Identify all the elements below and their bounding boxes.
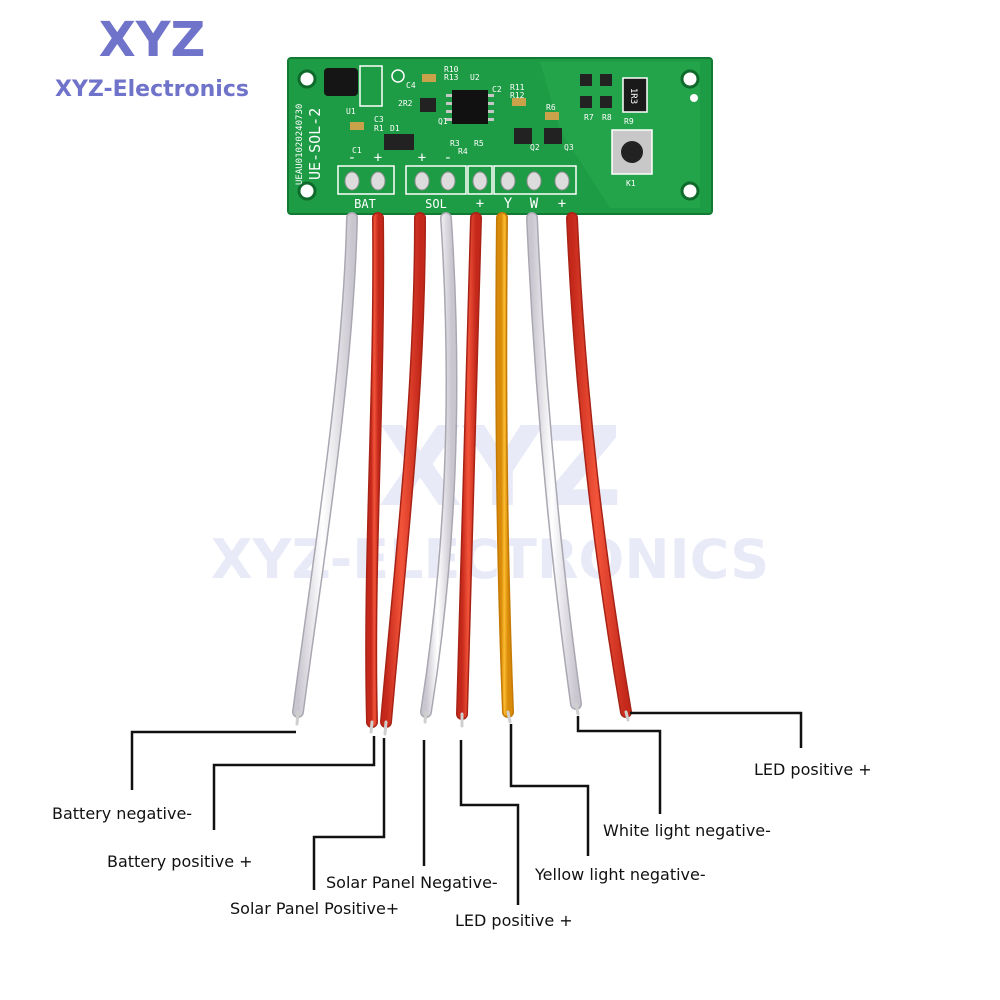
label-2r2: 2R2 <box>398 99 413 108</box>
label-r6: R6 <box>546 103 556 112</box>
callout-yellow-negative: Yellow light negative- <box>534 865 706 884</box>
mark-sol-neg: - <box>444 150 452 166</box>
mark-y: Y <box>504 196 513 212</box>
label-r7: R7 <box>584 113 594 122</box>
label-r8: R8 <box>602 113 612 122</box>
wire-led-positive <box>457 213 481 719</box>
wire-solar-negative <box>421 213 457 717</box>
label-r4: R4 <box>458 147 468 156</box>
pcb-board: UEAU01020240730 UE-SOL-2 1R3 U1 <box>287 57 713 215</box>
mount-hole <box>680 69 700 89</box>
mount-hole <box>680 181 700 201</box>
terminal-label-sol: SOL <box>425 197 447 211</box>
solder-pads <box>344 171 570 191</box>
wire-battery-positive <box>366 213 383 727</box>
logo-bottom-text: XYZ-Electronics <box>55 77 249 102</box>
mark-w: W <box>530 196 539 212</box>
mark-bat-neg: - <box>348 150 356 166</box>
label-k1: K1 <box>626 179 636 188</box>
label-c1: C1 <box>352 146 362 155</box>
wire-yellow-negative <box>496 213 513 717</box>
mark-led-pos-2: + <box>558 196 566 212</box>
mark-sol-pos: + <box>418 150 426 166</box>
mark-bat-pos: + <box>374 150 382 166</box>
callout-solar-negative: Solar Panel Negative- <box>326 873 498 892</box>
label-r9: R9 <box>624 117 634 126</box>
label-c2: C2 <box>492 85 502 94</box>
wire-led-positive-2 <box>567 213 631 717</box>
wire-battery-negative <box>293 213 357 717</box>
label-r12: R12 <box>510 91 525 100</box>
switch-button-icon <box>621 141 643 163</box>
wire-solar-positive <box>381 213 425 727</box>
ic-chip <box>452 90 488 124</box>
label-r1: R1 <box>374 124 384 133</box>
callout-led-positive-2: LED positive + <box>754 760 872 779</box>
label-r10: R10 <box>444 65 459 74</box>
board-model: UE-SOL-2 <box>306 108 324 180</box>
callout-led-positive: LED positive + <box>455 911 573 930</box>
label-q3: Q3 <box>564 143 574 152</box>
mount-hole <box>297 69 317 89</box>
label-c4: C4 <box>406 81 416 90</box>
wires <box>292 212 632 736</box>
label-q2: Q2 <box>530 143 540 152</box>
terminal-label-bat: BAT <box>354 197 376 211</box>
callout-battery-positive: Battery positive + <box>107 852 253 871</box>
label-r11: R11 <box>510 83 525 92</box>
callout-lines <box>130 711 803 905</box>
label-r13: R13 <box>444 73 459 82</box>
label-d1: D1 <box>390 124 400 133</box>
label-u2: U2 <box>470 73 480 82</box>
label-u1: U1 <box>346 107 356 116</box>
label-c3: C3 <box>374 115 384 124</box>
callout-battery-negative: Battery negative- <box>52 804 192 823</box>
board-serial: UEAU01020240730 <box>295 104 305 185</box>
watermark-bottom-text: XYZ-ELECTRONICS <box>211 528 769 591</box>
mark-led-pos: + <box>476 196 484 212</box>
resistor-marking: 1R3 <box>628 88 638 104</box>
label-q1: Q1 <box>438 117 448 126</box>
logo-top-text: XYZ <box>99 12 206 68</box>
callout-white-negative: White light negative- <box>603 821 771 840</box>
sensor-component <box>324 68 358 96</box>
label-r3: R3 <box>450 139 460 148</box>
label-r5: R5 <box>474 139 484 148</box>
callout-solar-positive: Solar Panel Positive+ <box>230 899 399 918</box>
mount-hole <box>297 181 317 201</box>
wire-white-negative <box>527 213 581 709</box>
via <box>690 94 698 102</box>
